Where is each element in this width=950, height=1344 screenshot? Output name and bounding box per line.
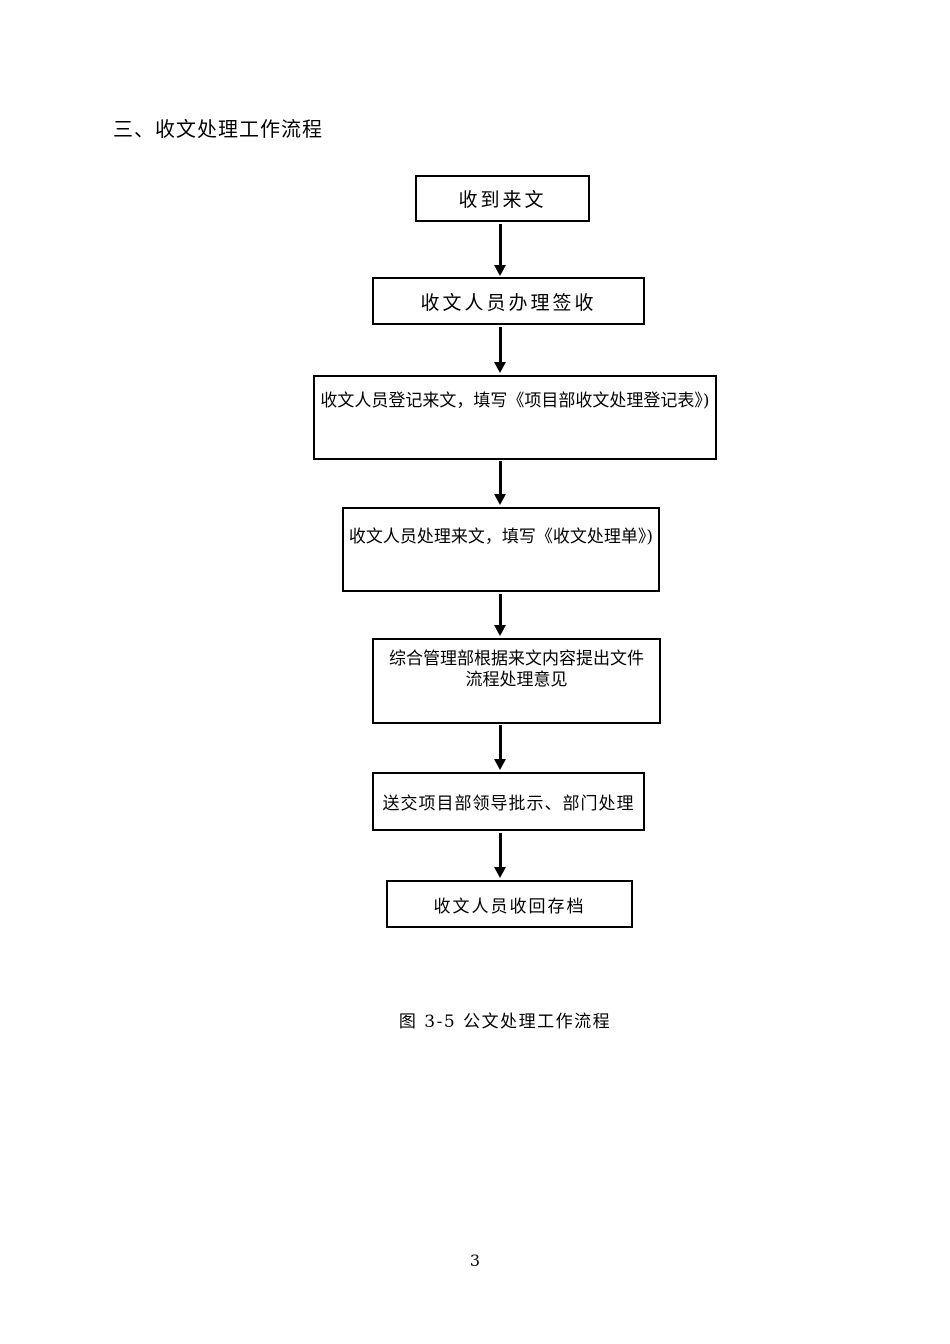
flow-node-opinion-line1: 综合管理部根据来文内容提出文件 [389,649,644,669]
flow-node-received: 收到来文 [415,175,590,222]
arrow-down-icon [494,833,506,878]
flow-node-register: 收文人员登记来文，填写《项目部收文处理登记表》) [313,375,717,460]
flow-node-opinion: 综合管理部根据来文内容提出文件 流程处理意见 [372,638,661,724]
flow-node-opinion-line2: 流程处理意见 [465,670,568,690]
arrow-down-icon [494,327,506,373]
figure-caption: 图 3-5 公文处理工作流程 [398,1012,612,1032]
arrow-down-icon [494,224,506,276]
arrow-down-icon [494,461,506,505]
flow-node-submit: 送交项目部领导批示、部门处理 [372,772,645,831]
page-number: 3 [469,1251,481,1270]
arrow-down-icon [494,725,506,770]
flow-node-archive: 收文人员收回存档 [386,880,633,928]
section-heading: 三、收文处理工作流程 [113,117,323,141]
flow-node-process: 收文人员处理来文，填写《收文处理单》) [342,507,660,592]
flow-node-sign-for: 收文人员办理签收 [372,277,645,325]
arrow-down-icon [494,594,506,636]
